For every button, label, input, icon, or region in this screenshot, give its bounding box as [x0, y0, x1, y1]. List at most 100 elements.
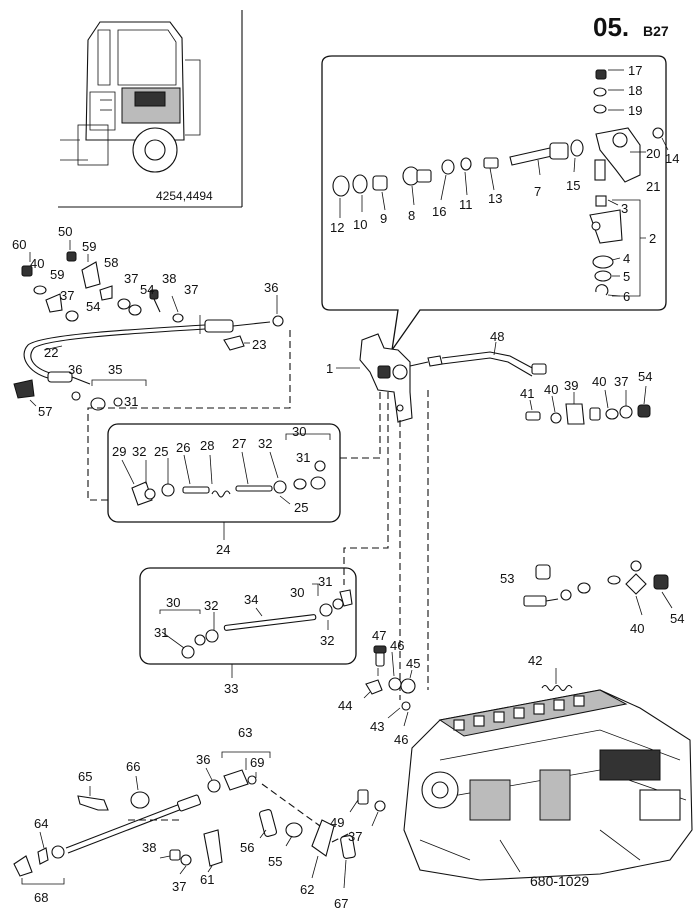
callout-65: 65: [78, 769, 92, 784]
callout-41: 41: [520, 386, 534, 401]
callout-31c: 31: [154, 625, 168, 640]
callout-32b: 32: [258, 436, 272, 451]
callout-11: 11: [459, 197, 473, 212]
section-code: 05.: [593, 12, 629, 42]
callout-3: 3: [621, 201, 628, 216]
callout-38: 38: [162, 271, 176, 286]
callout-16: 16: [432, 204, 446, 219]
callout-25b: 25: [294, 500, 308, 515]
callout-45: 45: [406, 656, 420, 671]
drawing-number: 680-1029: [530, 873, 589, 889]
bottom-linkage-labels: 64 68 65 66 36 63 69 56 55 62 67 61 38 3…: [34, 725, 362, 911]
middle-small-parts: 47 46 45 44 43 46 42: [338, 628, 573, 747]
callout-57: 57: [38, 404, 52, 419]
callout-61: 61: [200, 872, 214, 887]
callout-23: 23: [252, 337, 266, 352]
detail-leaders: [339, 69, 669, 297]
callout-37f: 37: [348, 829, 362, 844]
rod-box-33-labels: 30 31 32 34 30 31 32 33: [154, 574, 334, 696]
callout-30: 30: [292, 424, 306, 439]
callout-63: 63: [238, 725, 252, 740]
callout-54c: 54: [638, 369, 652, 384]
callout-32: 32: [132, 444, 146, 459]
callout-46b: 46: [394, 732, 408, 747]
callout-50: 50: [58, 224, 72, 239]
callout-40c: 40: [592, 374, 606, 389]
callout-56: 56: [240, 840, 254, 855]
callout-22: 22: [44, 345, 58, 360]
callout-21: 21: [646, 179, 660, 194]
callout-67: 67: [334, 896, 348, 911]
callout-2: 2: [649, 231, 656, 246]
section-subcode: B27: [643, 23, 669, 39]
fitting-chain: [332, 69, 664, 296]
callout-40d: 40: [630, 621, 644, 636]
callout-58: 58: [104, 255, 118, 270]
callout-38b: 38: [142, 840, 156, 855]
callout-60: 60: [12, 237, 26, 252]
callout-14: 14: [665, 151, 679, 166]
callout-35: 35: [108, 362, 122, 377]
callout-66: 66: [126, 759, 140, 774]
right-hardware-upper: 41 40 39 40 37 54: [520, 369, 652, 425]
callout-36b: 36: [68, 362, 82, 377]
detail-box-top: 17 18 19 14 20 21 15 7 13 11 16 8 9 10 1…: [321, 55, 679, 351]
callout-53: 53: [500, 571, 514, 586]
callout-9: 9: [380, 211, 387, 226]
upper-left-labels: 60 40 50 59 59 58 37 54 37 54 38 37 36 2…: [12, 224, 278, 419]
callout-34: 34: [244, 592, 258, 607]
inset-reference: 4254,4494: [156, 189, 213, 203]
upper-cable-assembly: [13, 240, 291, 501]
callout-31d: 31: [318, 574, 332, 589]
bottom-linkage: [13, 751, 386, 889]
callout-37b: 37: [124, 271, 138, 286]
callout-47: 47: [372, 628, 386, 643]
callout-30b: 30: [166, 595, 180, 610]
callout-40: 40: [30, 256, 44, 271]
linkage-box-24-labels: 30 29 32 25 26 28 27 32 31 25 24: [112, 424, 310, 557]
callout-13: 13: [488, 191, 502, 206]
callout-36: 36: [264, 280, 278, 295]
linkage-box-24: [107, 380, 381, 540]
callout-27: 27: [232, 436, 246, 451]
callout-32d: 32: [320, 633, 334, 648]
callout-37: 37: [60, 288, 74, 303]
callout-59b: 59: [50, 267, 64, 282]
callout-59: 59: [82, 239, 96, 254]
callout-68: 68: [34, 890, 48, 905]
detail-labels: 17 18 19 14 20 21 15 7 13 11 16 8 9 10 1…: [330, 63, 679, 304]
callout-48: 48: [490, 329, 504, 344]
callout-19: 19: [628, 103, 642, 118]
callout-42: 42: [528, 653, 542, 668]
callout-54d: 54: [670, 611, 684, 626]
page-header: 05. B27: [593, 12, 669, 42]
callout-37c: 37: [184, 282, 198, 297]
callout-28: 28: [200, 438, 214, 453]
callout-36c: 36: [196, 752, 210, 767]
callout-54: 54: [86, 299, 100, 314]
callout-6: 6: [623, 289, 630, 304]
callout-39: 39: [564, 378, 578, 393]
governor-labels: 1 48: [326, 329, 504, 376]
callout-44: 44: [338, 698, 352, 713]
callout-37e: 37: [172, 879, 186, 894]
callout-25: 25: [154, 444, 168, 459]
governor-bracket: [336, 333, 547, 700]
callout-49: 49: [330, 815, 344, 830]
right-hardware-lower: 53 40 54: [500, 560, 684, 636]
callout-69: 69: [250, 755, 264, 770]
callout-40b: 40: [544, 382, 558, 397]
callout-64: 64: [34, 816, 48, 831]
truck-inset: 4254,4494: [58, 10, 243, 208]
callout-54b: 54: [140, 282, 154, 297]
callout-1: 1: [326, 361, 333, 376]
callout-29: 29: [112, 444, 126, 459]
callout-4: 4: [623, 251, 630, 266]
truck-cab-icon: [60, 21, 201, 173]
engine-block: [403, 689, 693, 881]
callout-33: 33: [224, 681, 238, 696]
callout-62: 62: [300, 882, 314, 897]
callout-17: 17: [628, 63, 642, 78]
callout-8: 8: [408, 208, 415, 223]
